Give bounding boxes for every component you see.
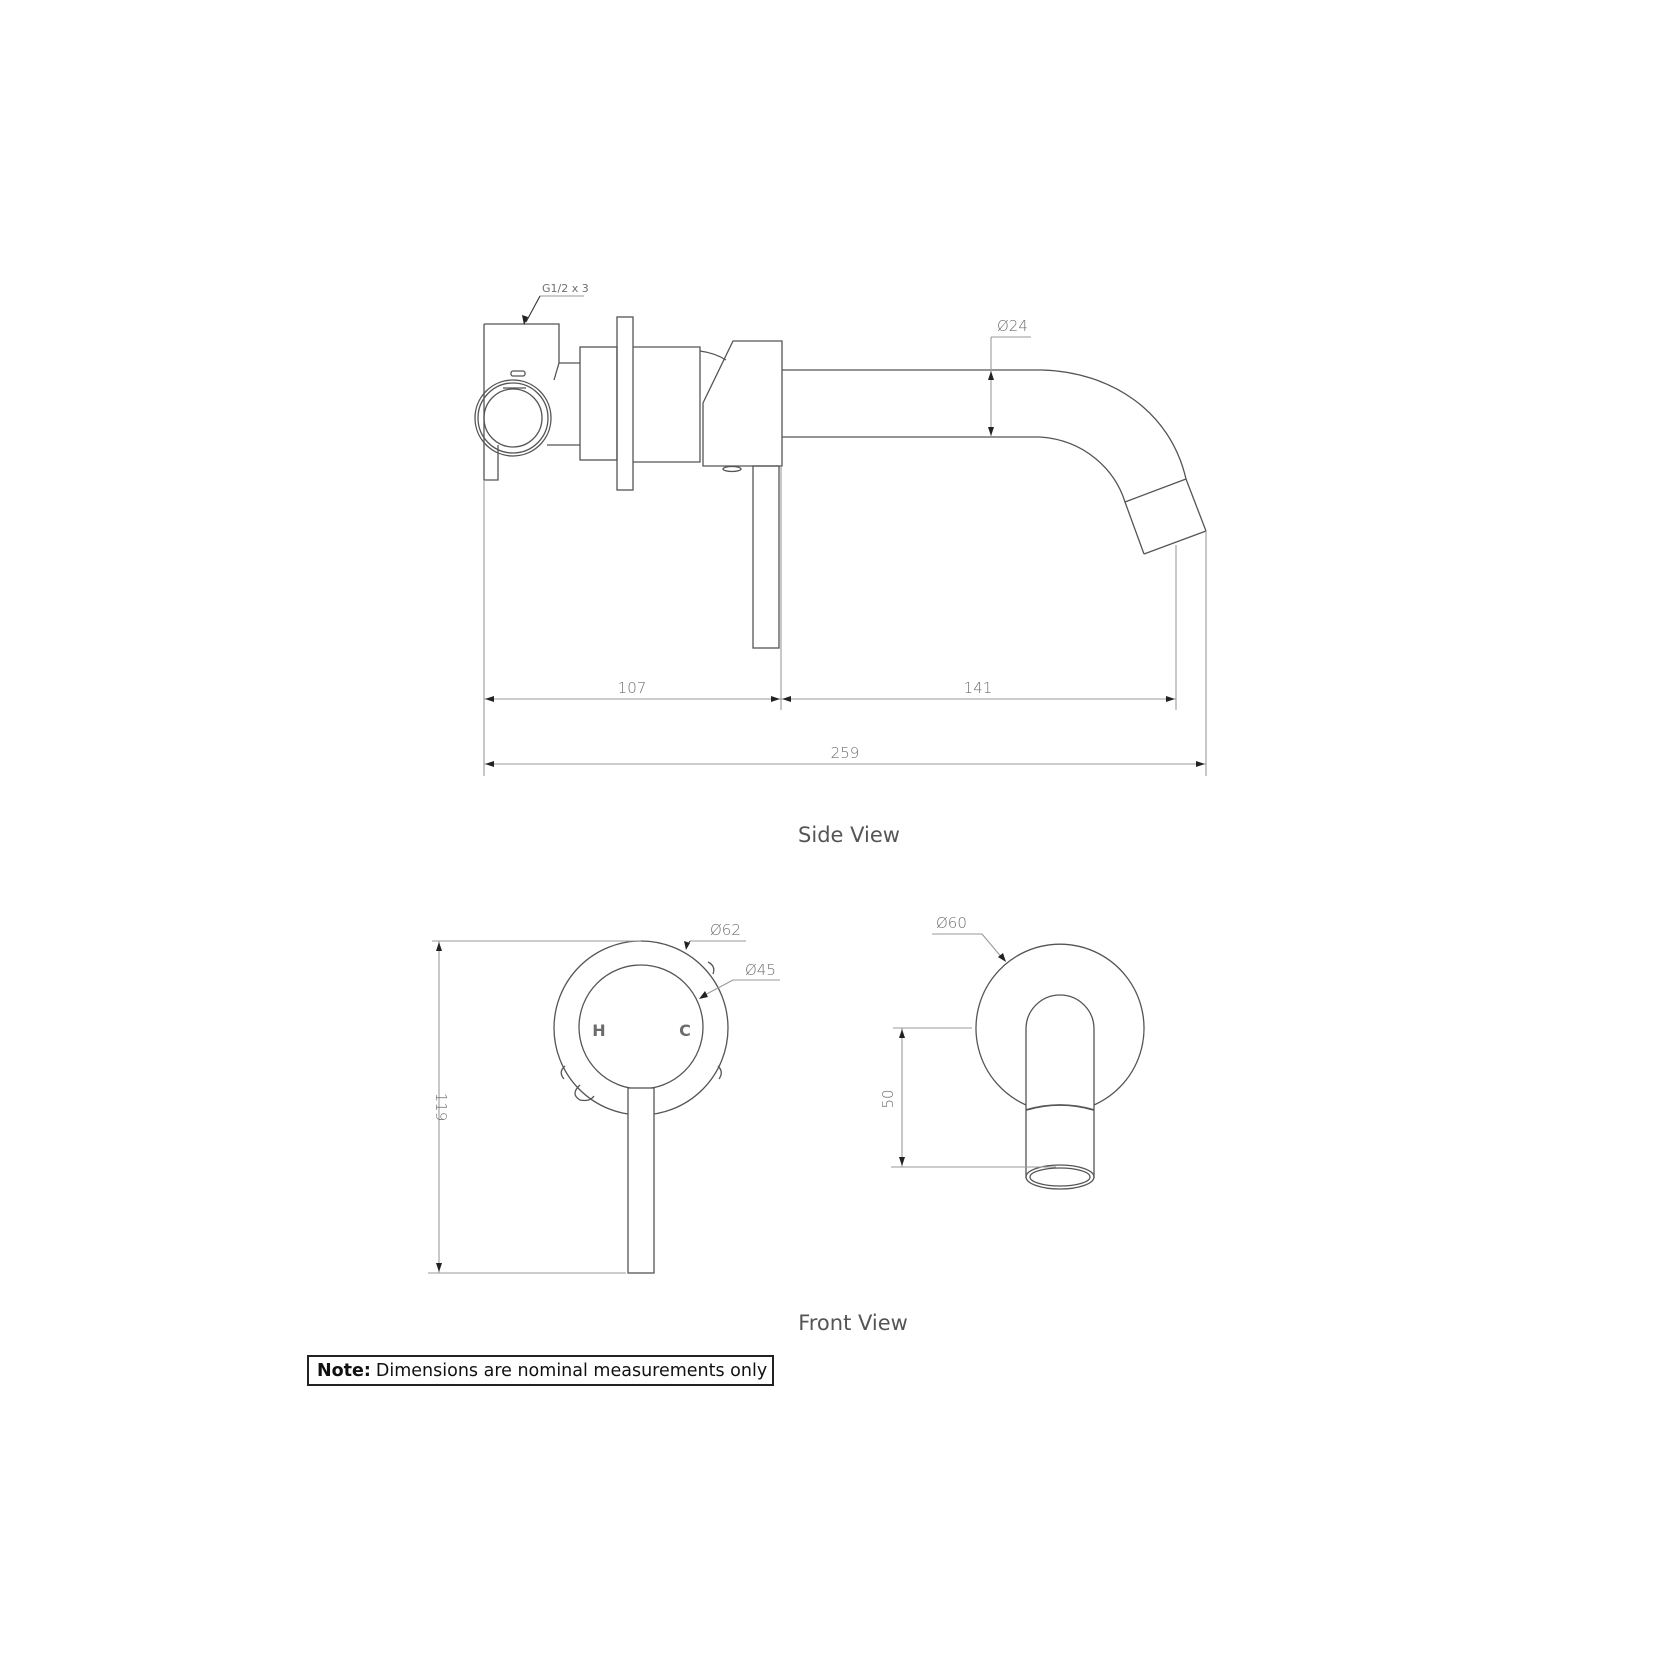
dim-119-label: 119 — [432, 1093, 450, 1122]
connector-pipe — [547, 362, 580, 446]
thread-callout: G1/2 x 3 — [542, 282, 589, 295]
spout-wall-plate — [975, 943, 1145, 1106]
spout-plate-diameter-label: Ø60 — [936, 914, 967, 932]
inlet-ring-outer — [474, 379, 552, 457]
arrow-icon — [998, 953, 1006, 962]
arrow-icon — [699, 991, 708, 999]
hot-label: H — [592, 1021, 605, 1040]
plate-lug — [560, 1065, 566, 1080]
lever-screw — [722, 465, 742, 473]
arrow-icon — [522, 315, 528, 325]
arrow-icon — [684, 941, 690, 950]
mixer-body — [633, 346, 701, 463]
arrow-icon — [436, 1263, 442, 1272]
dim-50-label: 50 — [879, 1089, 897, 1108]
spout-outlet-outer — [1025, 1164, 1095, 1190]
inlet-ring-inner — [483, 388, 543, 448]
front-view-mixer: H C Ø62 Ø45 119 — [428, 921, 780, 1274]
dim-107-label: 107 — [618, 679, 647, 697]
spout-tip — [1143, 530, 1207, 555]
cold-label: C — [679, 1021, 691, 1040]
note-prefix: Note: — [317, 1360, 371, 1381]
aerator-ring — [1124, 478, 1187, 503]
mixer-handle-diameter-label: Ø45 — [745, 961, 776, 979]
arrow-icon — [485, 696, 494, 702]
arrow-icon — [1166, 696, 1175, 702]
arrow-icon — [771, 696, 780, 702]
spout-outlet-inner — [1029, 1167, 1091, 1187]
arrow-icon — [988, 427, 994, 436]
arrow-icon — [485, 761, 494, 767]
note-box: Note: Dimensions are nominal measurement… — [307, 1355, 774, 1386]
mixer-plate-diameter-label: Ø62 — [710, 921, 741, 939]
inlet-ring-mid — [477, 382, 549, 454]
lever-handle — [752, 465, 780, 649]
lever-block — [702, 340, 783, 467]
note-text: Dimensions are nominal measurements only — [375, 1360, 768, 1381]
body-curve — [699, 350, 727, 361]
plate-lug — [707, 961, 715, 975]
spout-tube — [1025, 994, 1095, 1110]
front-view-spout: Ø60 50 — [879, 914, 1145, 1190]
inlet-tab — [510, 370, 526, 377]
arrow-icon — [988, 371, 994, 380]
arrow-icon — [899, 1157, 905, 1166]
front-view-label: Front View — [798, 1311, 908, 1335]
arrow-icon — [1196, 761, 1205, 767]
spout-diameter-label: Ø24 — [997, 317, 1028, 335]
dim-141-label: 141 — [964, 679, 993, 697]
arrow-icon — [782, 696, 791, 702]
arrow-icon — [436, 942, 442, 951]
arrow-icon — [899, 1029, 905, 1038]
spout-outer — [782, 369, 1207, 532]
side-view-label: Side View — [798, 823, 900, 847]
spout-inner — [782, 436, 1145, 555]
wall-flange — [616, 316, 634, 491]
spout-ring-top — [1025, 1104, 1095, 1111]
valve-body — [483, 323, 560, 481]
side-view: G1/2 x 3 Ø24 107 141 259 Side View — [474, 282, 1207, 847]
mixer-lever — [627, 1087, 655, 1274]
dim-259-label: 259 — [831, 744, 860, 762]
cartridge-cylinder — [579, 346, 618, 461]
